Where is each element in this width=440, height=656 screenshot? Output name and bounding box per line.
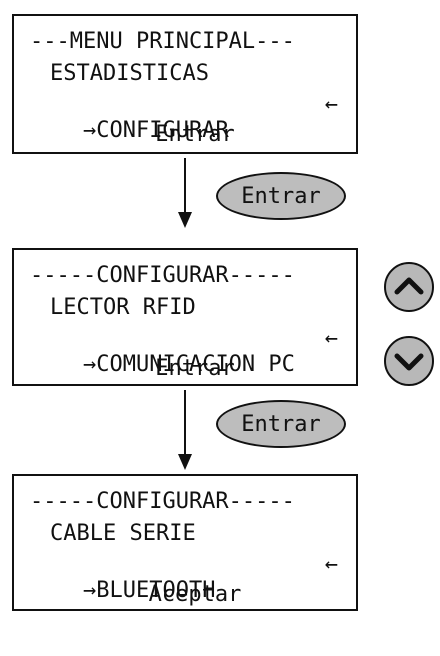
up-arrow-icon <box>394 277 424 295</box>
down-arrow-button[interactable] <box>384 336 434 386</box>
lcd-screen-configurar-comunicacion: -----CONFIGURAR----- CABLE SERIE →BLUETO… <box>12 474 358 611</box>
entrar-button[interactable]: Entrar <box>216 400 346 448</box>
menu-item-configurar: CONFIGURAR <box>96 118 229 143</box>
selection-arrow-right-icon: → <box>82 352 97 377</box>
selection-arrow-left-icon: ← <box>324 92 338 117</box>
selection-arrow-left-icon: ← <box>324 326 338 351</box>
menu-item-bluetooth-selected: →BLUETOOTH ← <box>30 552 342 656</box>
lcd-screen-menu-principal: ---MENU PRINCIPAL--- ESTADISTICAS →CONFI… <box>12 14 358 154</box>
flow-down-arrow-icon <box>178 390 192 470</box>
screen-action-label: Entrar <box>155 122 235 147</box>
screen-title: ---MENU PRINCIPAL--- <box>30 29 295 54</box>
flow-down-arrow-icon <box>178 158 192 228</box>
menu-item-estadisticas: ESTADISTICAS <box>50 61 209 86</box>
down-arrow-icon <box>394 353 424 371</box>
menu-item-cable-serie: CABLE SERIE <box>50 521 196 546</box>
entrar-button[interactable]: Entrar <box>216 172 346 220</box>
selection-arrow-left-icon: ← <box>324 552 338 577</box>
screen-title: -----CONFIGURAR----- <box>30 263 295 288</box>
lcd-screen-configurar: -----CONFIGURAR----- LECTOR RFID →COMUNI… <box>12 248 358 386</box>
menu-item-comunicacion-pc-selected: →COMUNICACION PC ← <box>30 326 342 430</box>
menu-item-lector-rfid: LECTOR RFID <box>50 295 196 320</box>
menu-item-comunicacion-pc: COMUNICACION PC <box>96 352 295 377</box>
menu-item-bluetooth: BLUETOOTH <box>96 578 216 603</box>
menu-item-configurar-selected: →CONFIGURAR ← <box>30 92 342 196</box>
screen-action-label: Aceptar <box>148 582 242 607</box>
screen-title: -----CONFIGURAR----- <box>30 489 295 514</box>
entrar-button-label: Entrar <box>241 411 321 437</box>
screen-action-label: Entrar <box>155 356 235 381</box>
selection-arrow-right-icon: → <box>82 118 97 143</box>
selection-arrow-right-icon: → <box>82 578 97 603</box>
entrar-button-label: Entrar <box>241 183 321 209</box>
up-arrow-button[interactable] <box>384 262 434 312</box>
